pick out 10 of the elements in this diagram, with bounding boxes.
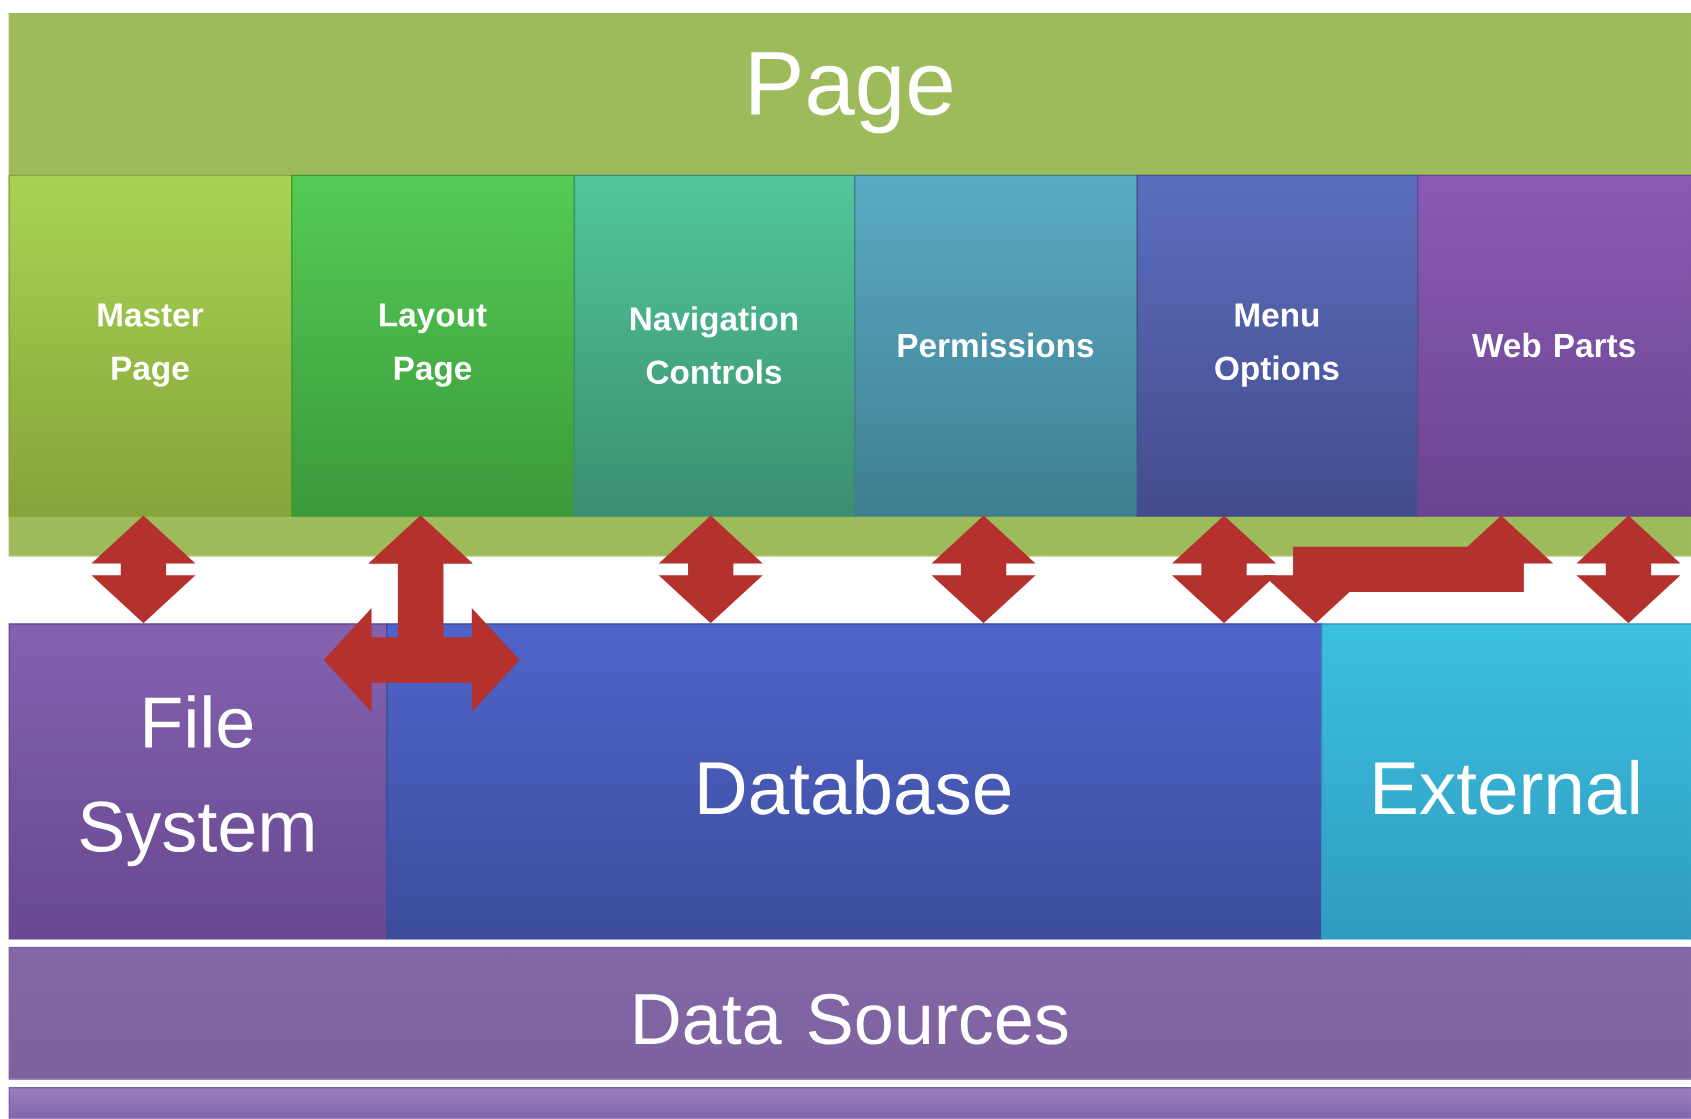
data-sources-band: Data Sources <box>8 946 1691 1080</box>
data-source-box: File System <box>8 623 388 940</box>
data-source-box: External <box>1321 623 1691 940</box>
column-box: Menu Options <box>1136 174 1419 517</box>
column-box: Layout Page <box>291 174 576 517</box>
column-box: Web Parts <box>1417 174 1691 517</box>
base-bar <box>8 1087 1691 1119</box>
column-box: Navigation Controls <box>573 174 856 517</box>
column-box: Permissions <box>854 174 1138 517</box>
column-box: Master Page <box>8 174 293 517</box>
